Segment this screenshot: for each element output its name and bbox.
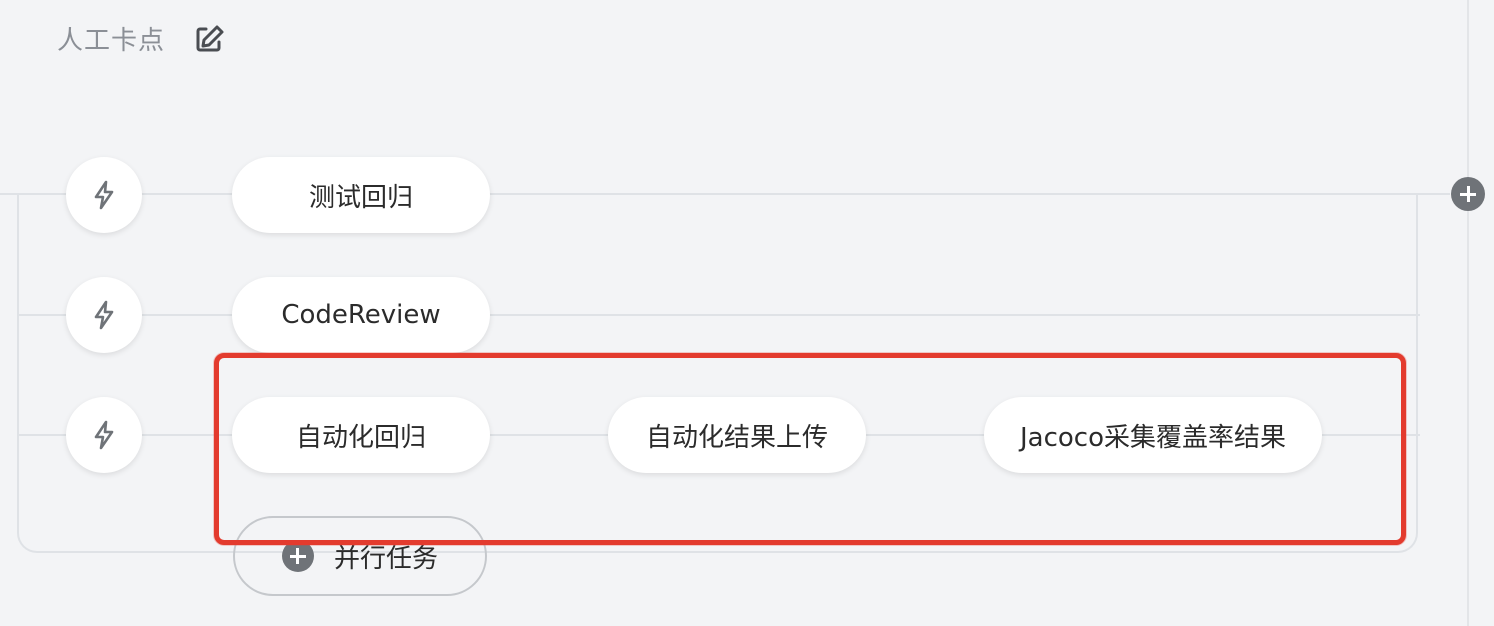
add-stage-button[interactable] — [1451, 177, 1485, 211]
lightning-icon — [94, 420, 114, 450]
task-label: 自动化回归 — [295, 422, 426, 453]
plus-circle-icon — [1451, 177, 1485, 211]
stage-title: 人工卡点 — [57, 26, 166, 56]
task-label: 测试回归 — [308, 182, 413, 213]
task-label: CodeReview — [281, 300, 441, 330]
lightning-icon — [94, 180, 114, 210]
add-parallel-label: 并行任务 — [333, 543, 438, 574]
lightning-icon — [94, 300, 114, 330]
task-label: Jacoco采集覆盖率结果 — [1019, 422, 1286, 453]
trigger-button[interactable] — [66, 277, 142, 353]
task-card[interactable]: Jacoco采集覆盖率结果 — [984, 397, 1322, 473]
row-connector — [17, 314, 1420, 316]
parallel-group-outline — [17, 193, 1418, 553]
task-card[interactable]: 测试回归 — [232, 157, 490, 233]
row-connector — [0, 193, 1450, 195]
task-card[interactable]: 自动化结果上传 — [608, 397, 866, 473]
add-parallel-task-button[interactable]: 并行任务 — [233, 516, 487, 596]
task-label: 自动化结果上传 — [645, 422, 828, 453]
plus-circle-icon — [281, 540, 314, 572]
panel-divider — [1467, 0, 1469, 626]
task-card[interactable]: 自动化回归 — [232, 397, 490, 473]
trigger-button[interactable] — [66, 397, 142, 473]
trigger-button[interactable] — [66, 157, 142, 233]
task-card[interactable]: CodeReview — [232, 277, 490, 353]
edit-icon[interactable] — [192, 22, 226, 56]
